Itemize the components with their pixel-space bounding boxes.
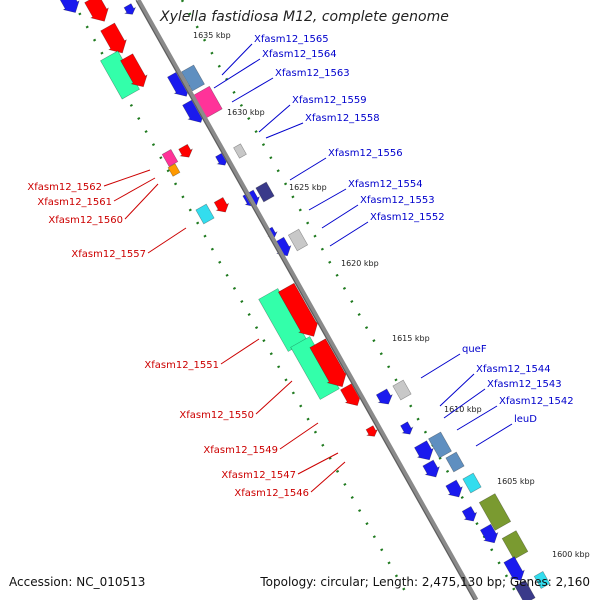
- gene-label-forward: Xfasm12_1563: [275, 68, 350, 79]
- gene-feature: [479, 523, 499, 544]
- gene-label-forward: leuD: [514, 414, 537, 425]
- gene-feature: [478, 493, 512, 531]
- gene-feature: [375, 388, 393, 405]
- kbp-tick-label: 1610 kbp: [444, 405, 482, 414]
- gene-feature: [178, 143, 194, 158]
- gene-label-reverse: Xfasm12_1550: [179, 410, 254, 421]
- leader-line: [265, 122, 304, 139]
- leader-line: [310, 461, 346, 493]
- kbp-tick-label: 1605 kbp: [497, 477, 535, 486]
- gene-feature: [287, 228, 309, 252]
- leader-line: [475, 423, 513, 447]
- leader-line: [289, 157, 327, 181]
- gene-feature: [100, 22, 127, 54]
- gene-feature: [400, 421, 414, 435]
- leader-line: [147, 227, 187, 254]
- leader-line: [279, 422, 319, 450]
- leader-line: [231, 77, 274, 103]
- leader-line: [258, 104, 291, 133]
- gene-label-forward: Xfasm12_1553: [360, 195, 435, 206]
- kbp-tick-label: 1625 kbp: [289, 183, 327, 192]
- leader-line: [124, 183, 159, 220]
- gene-label-reverse: Xfasm12_1562: [27, 182, 102, 193]
- gene-label-reverse: Xfasm12_1551: [144, 360, 219, 371]
- gene-feature: [462, 472, 482, 494]
- gene-label-forward: Xfasm12_1552: [370, 212, 445, 223]
- kbp-tick-label: 1635 kbp: [193, 31, 231, 40]
- gene-feature: [233, 143, 247, 159]
- gene-label-forward: Xfasm12_1542: [499, 396, 574, 407]
- gene-label-forward: Xfasm12_1565: [254, 34, 329, 45]
- gene-feature: [120, 53, 148, 88]
- genome-title: Xylella fastidiosa M12, complete genome: [160, 9, 449, 25]
- topology-label: Topology: circular; Length: 2,475,130 bp…: [260, 575, 590, 589]
- gene-feature: [309, 338, 348, 388]
- gene-label-reverse: Xfasm12_1546: [234, 488, 309, 499]
- gene-label-reverse: Xfasm12_1549: [203, 445, 278, 456]
- gene-feature: [167, 163, 181, 177]
- leader-line: [297, 452, 339, 475]
- gene-feature: [422, 459, 440, 478]
- gene-feature: [181, 64, 205, 92]
- kbp-tick-label: 1630 kbp: [227, 108, 265, 117]
- gene-label-reverse: Xfasm12_1561: [37, 197, 112, 208]
- gene-feature: [445, 451, 465, 473]
- leader-line: [213, 58, 261, 89]
- gene-label-forward: Xfasm12_1559: [292, 95, 367, 106]
- leader-line: [221, 43, 253, 76]
- gene-label-forward: Xfasm12_1556: [328, 148, 403, 159]
- gene-feature: [414, 440, 434, 461]
- kbp-tick-label: 1620 kbp: [341, 259, 379, 268]
- gene-feature: [213, 197, 230, 213]
- gene-label-forward: Xfasm12_1554: [348, 179, 423, 190]
- gene-label-reverse: Xfasm12_1560: [48, 215, 123, 226]
- gene-feature: [514, 579, 536, 600]
- leader-line: [439, 373, 475, 407]
- leader-line: [103, 169, 151, 187]
- leader-line: [329, 221, 369, 247]
- gene-label-forward: Xfasm12_1543: [487, 379, 562, 390]
- leader-line: [443, 388, 486, 419]
- leader-line: [456, 405, 498, 431]
- leader-line: [220, 338, 260, 365]
- leader-line: [113, 177, 156, 202]
- gene-label-reverse: Xfasm12_1557: [71, 249, 146, 260]
- leader-line: [255, 380, 293, 415]
- leader-line: [420, 353, 461, 379]
- gene-feature: [195, 203, 215, 225]
- gene-feature: [365, 425, 379, 437]
- accession-label: Accession: NC_010513: [9, 575, 146, 589]
- gene-feature: [461, 506, 478, 522]
- gene-label-reverse: Xfasm12_1547: [221, 470, 296, 481]
- gene-feature: [161, 149, 179, 167]
- gene-feature: [533, 571, 551, 589]
- genome-backbone-edge: [135, 0, 475, 600]
- leader-line: [321, 204, 359, 229]
- gene-feature: [503, 556, 525, 581]
- gene-label-forward: queF: [462, 344, 487, 355]
- genome-backbone: [135, 0, 479, 600]
- gene-label-forward: Xfasm12_1564: [262, 49, 337, 60]
- leader-line: [308, 188, 347, 211]
- gene-feature: [58, 0, 80, 13]
- gene-feature: [123, 3, 137, 15]
- gene-feature: [501, 530, 529, 560]
- kbp-tick-label: 1600 kbp: [552, 550, 590, 559]
- gene-feature: [392, 379, 412, 401]
- kbp-tick-label: 1615 kbp: [392, 334, 430, 343]
- gene-feature: [84, 0, 109, 22]
- gene-feature: [445, 479, 463, 498]
- gene-feature: [255, 181, 275, 203]
- gene-feature: [277, 282, 319, 337]
- gene-feature: [428, 431, 452, 459]
- gene-label-forward: Xfasm12_1558: [305, 113, 380, 124]
- gene-label-forward: Xfasm12_1544: [476, 364, 551, 375]
